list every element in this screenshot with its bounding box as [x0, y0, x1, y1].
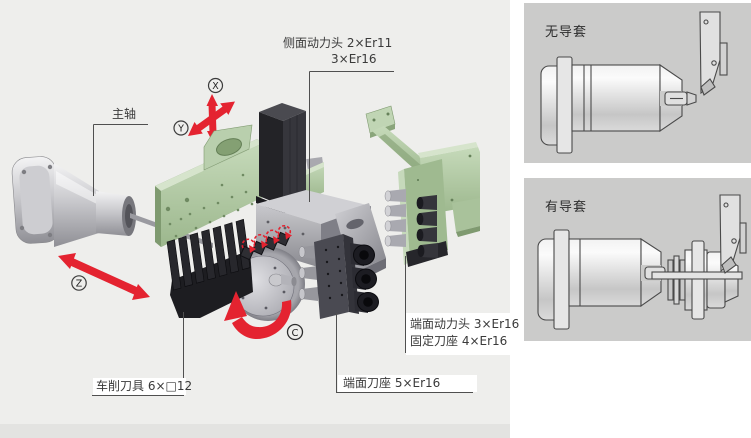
panel-no-guide-bushing: 无导套	[524, 3, 751, 163]
with-guide-bushing-illustration	[537, 194, 747, 330]
label-spindle: 主轴	[112, 107, 137, 121]
rotation-curl-arrowheads	[249, 231, 292, 253]
end-power-head-bracket	[365, 105, 480, 267]
z-axis-letter: Z	[76, 279, 83, 290]
right-big-cylinders	[350, 243, 379, 313]
machine-illustration: Z X Y	[11, 71, 510, 396]
label-end-face-tool-holder: 端面刀座 5×Er16	[338, 375, 477, 392]
label-side-power-head: 侧面动力头 2×Er11 3×Er16	[283, 35, 392, 67]
panel-with-guide-bushing: 有导套	[524, 178, 751, 341]
tool-post-plate	[155, 124, 263, 247]
left-collets	[298, 245, 318, 301]
bottom-strip	[0, 424, 510, 438]
x-axis-letter: X	[212, 81, 219, 92]
fixed-holder-collets	[384, 189, 406, 247]
z-axis-arrow: Z	[58, 253, 150, 300]
y-axis-letter: Y	[177, 124, 184, 135]
side-power-head-motor	[256, 103, 308, 214]
label-end-power-head: 端面动力头 3×Er16 固定刀座 4×Er16	[406, 313, 525, 355]
power-head-collets	[416, 195, 438, 258]
spindle-no-bushing	[540, 11, 728, 154]
label-side-power-head-line1: 侧面动力头 2×Er11	[283, 36, 393, 50]
c-axis-rotation-arrow: C	[224, 291, 304, 341]
spindle-with-bushing	[537, 194, 747, 330]
panel-title-no-guide-bushing: 无导套	[545, 25, 588, 40]
label-end-power-head-line2: 固定刀座 4×Er16	[410, 334, 508, 348]
no-guide-bushing-illustration	[540, 11, 728, 154]
end-face-tool-block	[298, 234, 379, 319]
leader-lines	[92, 71, 510, 396]
label-turning-tools: 车削刀具 6×□12	[93, 378, 192, 395]
main-diagram-area: Z X Y	[0, 0, 520, 438]
c-axis-letter: C	[292, 328, 299, 339]
panel-title-with-guide-bushing: 有导套	[545, 200, 588, 215]
label-end-power-head-line1: 端面动力头 3×Er16	[410, 317, 520, 331]
label-side-power-head-line2: 3×Er16	[331, 52, 377, 66]
plate-right-sliver	[306, 156, 324, 200]
